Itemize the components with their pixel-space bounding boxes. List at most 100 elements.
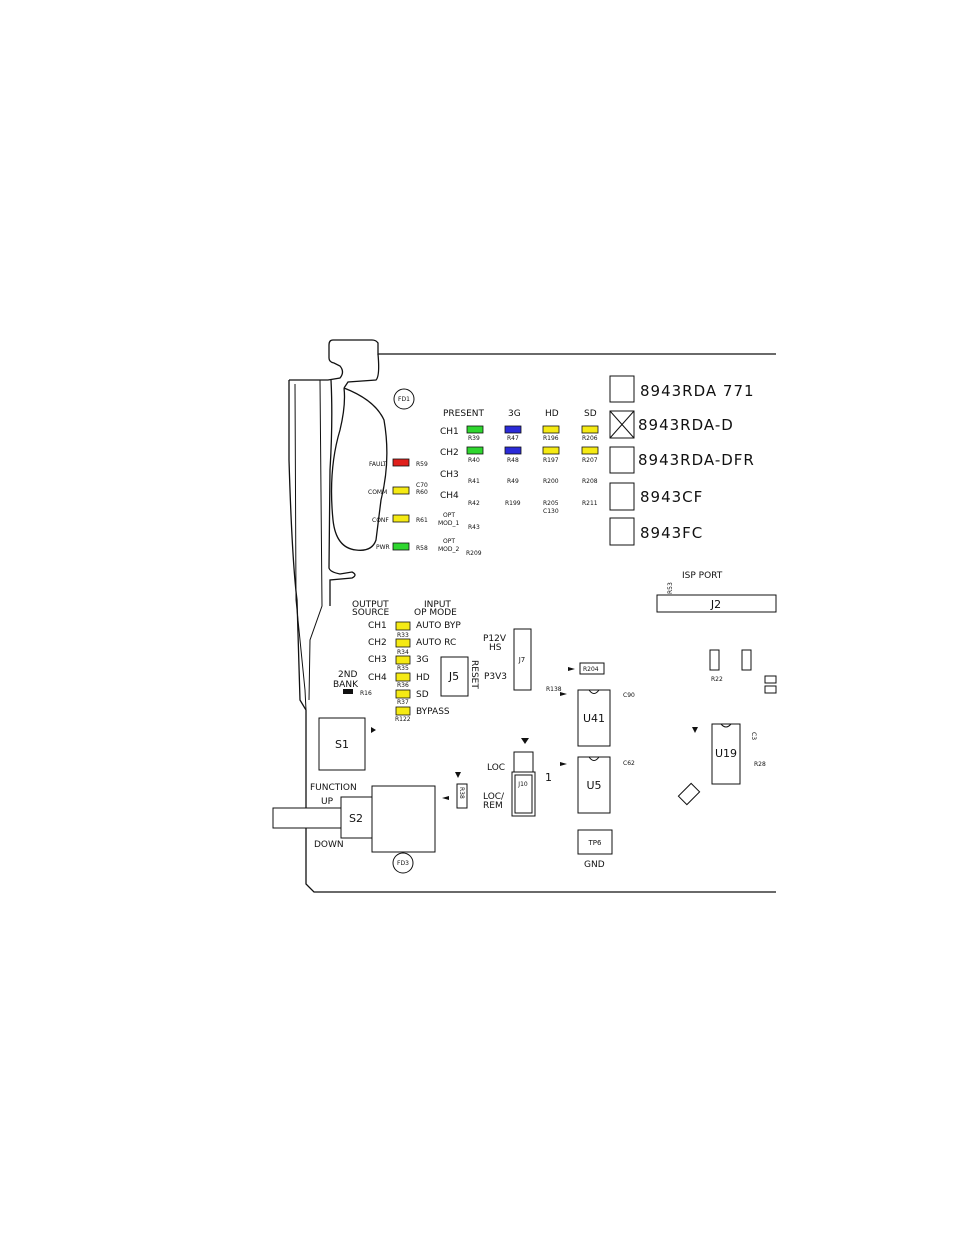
svg-text:FD1: FD1 <box>398 396 410 403</box>
label-p3v3: P3V3 <box>484 672 507 682</box>
ref-r35: R35 <box>397 665 409 672</box>
status-leds: FAULT R59 C70 COMM R60 CONF R61 PWR R58 … <box>368 458 482 557</box>
label-rem: REM <box>483 801 503 811</box>
svg-text:U19: U19 <box>715 747 737 760</box>
led-grid: PRESENT 3G HD SD CH1 CH2 CH3 CH4 R39 R47… <box>440 409 599 515</box>
label-source: SOURCE <box>352 608 389 618</box>
label-down: DOWN <box>314 840 344 850</box>
led-mode-1 <box>395 621 411 631</box>
led-mode-4 <box>395 672 411 682</box>
label-input: INPUT <box>424 600 451 610</box>
ref-r28: R28 <box>754 761 766 768</box>
svg-text:MOD_2: MOD_2 <box>438 546 460 553</box>
ref-r37: R37 <box>397 699 409 706</box>
label-p12v: P12V <box>483 634 507 644</box>
connector-j2 <box>656 594 777 613</box>
led-ch2-hd <box>542 446 560 455</box>
svg-text:8943RDA 771: 8943RDA 771 <box>640 382 755 400</box>
led-ch1-sd <box>581 425 599 434</box>
switch-s1: S1 <box>318 717 376 771</box>
led-mode-5 <box>395 689 411 699</box>
row-label-ch4: CH4 <box>440 491 459 501</box>
svg-text:FD3: FD3 <box>397 860 409 867</box>
ref-r39: R39 <box>468 435 480 442</box>
ref-r40: R40 <box>468 457 480 464</box>
row-label-ch1: CH1 <box>440 427 459 437</box>
switch-s2[interactable]: S2 FUNCTION UP DOWN <box>272 772 461 853</box>
ref-r16: R16 <box>360 690 372 697</box>
ref-r200: R200 <box>543 478 559 485</box>
led-pwr <box>392 542 410 551</box>
svg-text:8943RDA-DFR: 8943RDA-DFR <box>638 451 755 469</box>
led-ch1-3g <box>504 425 522 434</box>
ref-r38: R38 <box>458 787 465 799</box>
svg-text:U5: U5 <box>586 779 601 792</box>
mode-right-3g: 3G <box>416 655 429 665</box>
ic-u5: U5 C62 <box>560 756 635 814</box>
ref-r61: R61 <box>416 517 428 524</box>
resistor-r38 <box>456 783 468 809</box>
ref-r207: R207 <box>582 457 598 464</box>
column-header-sd: SD <box>584 409 597 419</box>
ref-r53: R53 <box>667 582 674 594</box>
connector-j5: J5 RESET <box>440 656 479 697</box>
label-output: OUTPUT <box>352 600 389 610</box>
svg-text:8943FC: 8943FC <box>640 524 703 542</box>
ref-c130: C130 <box>543 508 559 515</box>
ref-c70: C70 <box>416 482 428 489</box>
svg-text:U41: U41 <box>583 712 605 725</box>
mode-right-auto-rc: AUTO RC <box>416 638 456 648</box>
pin1-marker-icon <box>568 667 575 671</box>
resistor-r23 <box>709 649 720 671</box>
label-function: FUNCTION <box>310 783 357 793</box>
ref-r41: R41 <box>468 478 480 485</box>
ic-u41: U41 C90 <box>577 689 635 747</box>
led-ch2-3g <box>504 446 522 455</box>
label-hs: HS <box>489 643 502 653</box>
ref-r34: R34 <box>397 649 409 656</box>
mode-right-hd: HD <box>416 673 430 683</box>
board-type-8943rda-d: 8943RDA-D <box>609 410 733 439</box>
mode-right-auto-byp: AUTO BYP <box>416 621 461 631</box>
label-conf: CONF <box>372 517 389 524</box>
ref-r43: R43 <box>468 524 480 531</box>
label-pin-1: 1 <box>545 771 552 784</box>
label-bank: BANK <box>333 680 359 690</box>
svg-text:S2: S2 <box>349 812 363 825</box>
ref-r206: R206 <box>582 435 598 442</box>
row-label-ch3: CH3 <box>440 470 459 480</box>
led-ch2-present <box>466 446 484 455</box>
label-op-mode: OP MODE <box>414 608 457 618</box>
ref-r60: R60 <box>416 489 428 496</box>
svg-text:MOD_1: MOD_1 <box>438 520 460 527</box>
mode-right-sd: SD <box>416 690 429 700</box>
ref-r138: R138 <box>546 686 562 693</box>
led-ch1-present <box>466 425 484 434</box>
label-loc-slash: LOC/ <box>483 792 505 802</box>
led-ch2-sd <box>581 446 599 455</box>
crystal <box>677 782 701 806</box>
isp-port: ISP PORT R53 J2 <box>656 571 777 613</box>
test-point-tp6: TP6 GND <box>577 829 613 870</box>
mode-left-ch4: CH4 <box>368 673 387 683</box>
ref-r33: R33 <box>397 632 409 639</box>
ref-r47: R47 <box>507 435 519 442</box>
mode-block: OUTPUT SOURCE INPUT OP MODE CH1 AUTO BYP… <box>333 600 461 723</box>
label-2nd: 2ND <box>338 670 357 680</box>
led-fault <box>392 458 410 467</box>
svg-text:8943CF: 8943CF <box>640 488 703 506</box>
svg-text:J7: J7 <box>518 656 526 664</box>
label-opt-mod-1: OPT <box>443 512 455 519</box>
board-type-list: 8943RDA 771 8943RDA-D 8943RDA-DFR 8943CF… <box>609 375 755 546</box>
led-mode-3 <box>395 655 411 665</box>
led-mode-6 <box>395 706 411 716</box>
svg-text:J5: J5 <box>448 670 459 683</box>
mode-right-bypass: BYPASS <box>416 707 450 717</box>
label-reset: RESET <box>469 660 479 689</box>
capacitor-c64 <box>764 685 777 694</box>
resistor-r16 <box>343 689 353 694</box>
capacitor-c61 <box>764 675 777 684</box>
ref-r211: R211 <box>582 500 598 507</box>
ref-r196: R196 <box>543 435 559 442</box>
ref-r199: R199 <box>505 500 521 507</box>
